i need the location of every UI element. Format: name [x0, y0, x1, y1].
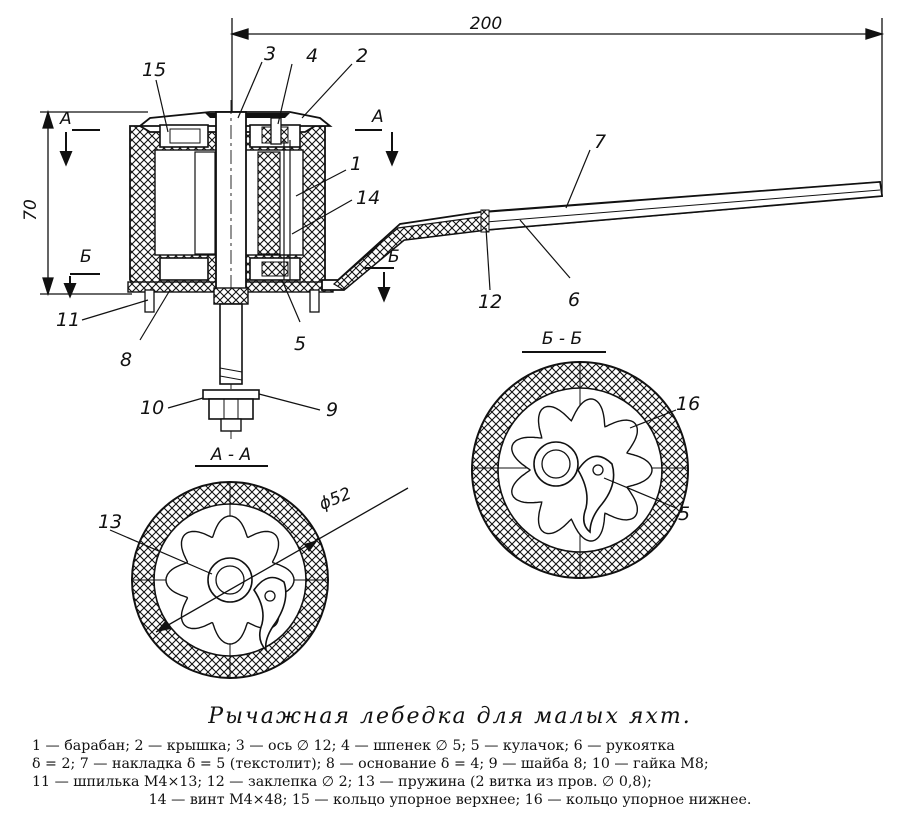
part-label-13: 13 [98, 511, 122, 533]
dimension-overall-length [229, 18, 885, 196]
winch-front-view [127, 100, 334, 440]
part-label-1: 1 [350, 153, 362, 175]
part-label-14: 14 [356, 187, 380, 209]
legend-line-2: δ = 2; 7 — накладка δ = 5 (текстолит); 8… [32, 756, 709, 772]
section-a-a [109, 465, 409, 679]
handle [321, 181, 884, 291]
part-label-16: 16 [676, 393, 700, 415]
part-label-3: 3 [264, 43, 276, 65]
figure-caption: Рычажная лебедка для малых яхт. 1 — бара… [0, 704, 900, 809]
leader-lines [81, 61, 591, 411]
parts-legend: 1 — барабан; 2 — крышка; 3 — ось ∅ 12; 4… [32, 737, 868, 809]
part-label-12: 12 [478, 291, 502, 313]
part-label-11: 11 [56, 309, 80, 331]
legend-line-4: 14 — винт М4×48; 15 — кольцо упорное вер… [148, 792, 752, 808]
part-label-6: 6 [568, 289, 580, 311]
dimension-diameter-label: ϕ52 [316, 484, 354, 515]
caption-title: Рычажная лебедка для малых яхт. [208, 704, 692, 729]
dimension-height [40, 109, 148, 297]
part-label-2: 2 [356, 45, 368, 67]
section-cut-marks [59, 129, 399, 303]
part-label-15: 15 [142, 59, 166, 81]
legend-line-3: 11 — шпилька М4×13; 12 — заклепка ∅ 2; 1… [32, 774, 652, 790]
section-mark-a-right: А [371, 107, 384, 127]
part-label-4: 4 [306, 45, 318, 67]
dimension-200-label: 200 [470, 14, 502, 34]
section-a-a-title: А - А [210, 445, 251, 465]
part-label-8: 8 [120, 349, 132, 371]
section-mark-b-left: Б [80, 247, 92, 267]
legend-line-1: 1 — барабан; 2 — крышка; 3 — ось ∅ 12; 4… [32, 738, 675, 754]
winch-drawing: 200 70 [21, 14, 885, 679]
section-mark-a-left: А [59, 109, 72, 129]
part-label-5-section: 5 [678, 503, 690, 525]
section-mark-b-right: Б [388, 247, 400, 267]
part-label-7: 7 [594, 131, 606, 153]
section-b-b-title: Б - Б [542, 329, 582, 349]
part-label-9: 9 [326, 399, 338, 421]
section-b-b [471, 351, 689, 579]
part-label-5-front: 5 [294, 333, 306, 355]
dimension-70-label: 70 [21, 199, 41, 221]
part-label-10: 10 [140, 397, 164, 419]
